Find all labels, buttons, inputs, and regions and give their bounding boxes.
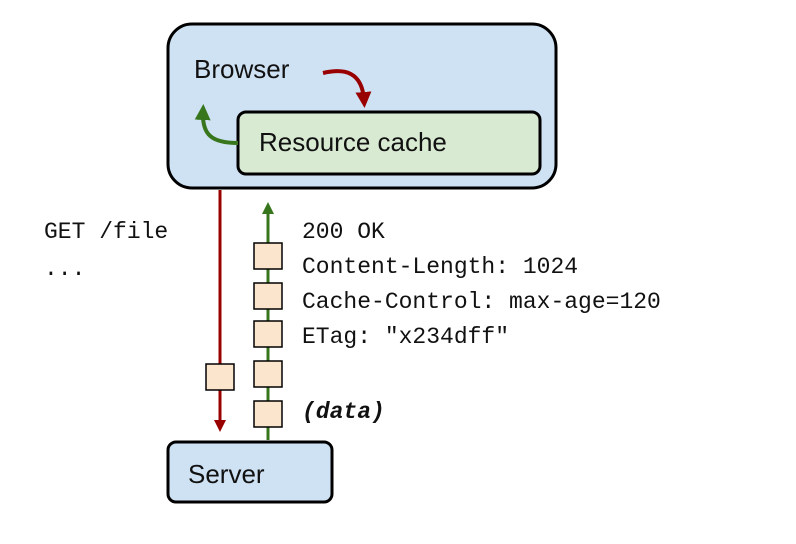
request-line: ...	[44, 256, 85, 282]
response-packet	[253, 360, 283, 388]
response-packet	[253, 242, 283, 270]
response-packet	[253, 400, 283, 428]
response-body-label: (data)	[302, 399, 385, 425]
response-packet	[253, 282, 283, 310]
request-line: GET /file	[44, 219, 168, 245]
request-packet	[205, 363, 235, 391]
resource-cache-label: Resource cache	[259, 127, 447, 157]
response-header-line: ETag: "x234dff"	[302, 324, 509, 350]
response-header-line: Content-Length: 1024	[302, 254, 578, 280]
store-in-cache-arrow	[322, 69, 372, 108]
browser-label: Browser	[194, 54, 290, 84]
server-box	[166, 440, 334, 504]
serve-from-cache-arrow	[194, 104, 239, 145]
server-label: Server	[188, 459, 265, 489]
response-header-line: Cache-Control: max-age=120	[302, 289, 661, 315]
response-packet	[253, 320, 283, 348]
response-header-line: 200 OK	[302, 219, 385, 245]
